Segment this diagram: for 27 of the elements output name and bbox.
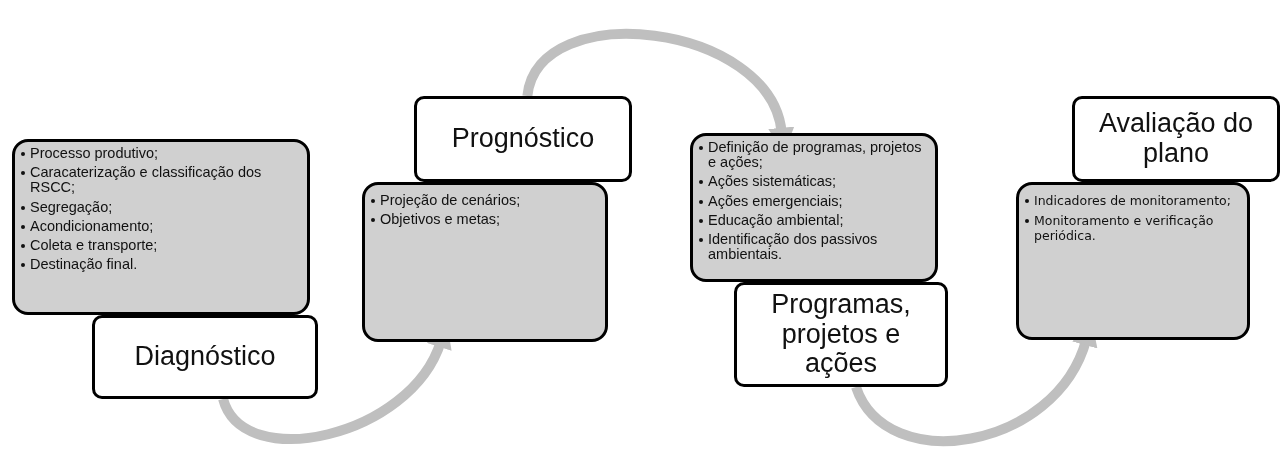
- stage-title: Avaliação do plano: [1097, 109, 1255, 169]
- bullet-text: Acondicionamento;: [30, 218, 154, 235]
- bullet-text: Processo produtivo;: [30, 146, 159, 162]
- bullet-text: Segregação;: [30, 199, 113, 215]
- bullet-text: Monitoramento e verificação periódica.: [1034, 212, 1215, 244]
- bullet-text: Coleta e transporte;: [30, 238, 158, 254]
- content-panel: [12, 139, 310, 315]
- stage-title: Programas, projetos e ações: [770, 289, 912, 380]
- title-box: [1072, 96, 1280, 182]
- bullet-text: Caracaterização e classificação dos RSCC;: [30, 165, 263, 196]
- bullet-text: Objetivos e metas;: [380, 212, 501, 228]
- title-box: [734, 282, 948, 387]
- bullet-text: Indicadores de monitoramento;: [1034, 193, 1231, 209]
- bullet-text: Definição de programas, projetos e ações;: [708, 140, 923, 171]
- bullet-text: Educação ambiental;: [708, 212, 844, 229]
- stage-title: Diagnóstico: [134, 342, 276, 372]
- bullet-text: Destinação final.: [30, 257, 138, 273]
- bullet-text: Projeção de cenários;: [380, 193, 521, 209]
- bullet-text: Identificação dos passivos ambientais.: [708, 232, 879, 263]
- title-box: [414, 96, 632, 182]
- title-box: [92, 315, 318, 399]
- bullet-text: Ações sistemáticas;: [708, 174, 837, 190]
- stage-title: Prognóstico: [451, 124, 595, 154]
- bullet-text: Ações emergenciais;: [708, 193, 843, 209]
- content-panel: [362, 182, 608, 342]
- content-panel: [690, 133, 938, 282]
- content-panel: [1016, 182, 1250, 340]
